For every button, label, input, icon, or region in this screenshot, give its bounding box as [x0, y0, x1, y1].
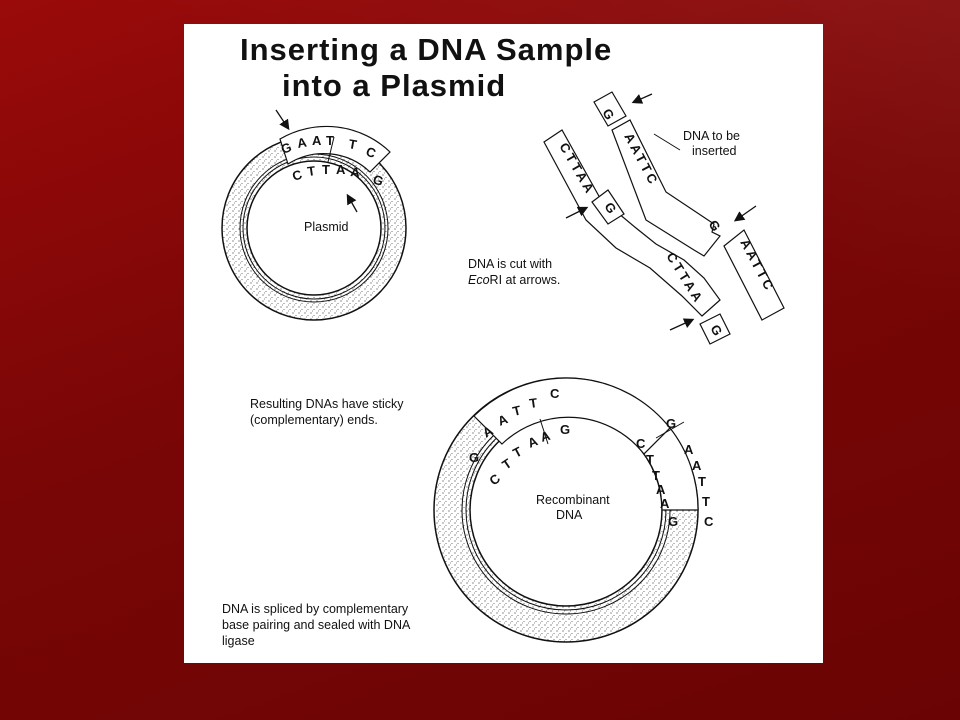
svg-text:T: T [322, 162, 330, 177]
recombinant-label-line-2: DNA [556, 508, 583, 522]
splice-note-line-1: DNA is spliced by complementary [222, 602, 409, 616]
svg-text:T: T [306, 163, 316, 179]
svg-text:G: G [469, 450, 479, 465]
svg-text:A: A [656, 482, 666, 497]
svg-text:C: C [704, 514, 714, 529]
svg-text:A: A [296, 134, 308, 151]
cut-arrow-icon [275, 109, 290, 131]
svg-text:G: G [560, 422, 570, 437]
svg-text:T: T [652, 468, 660, 483]
cut-note-line-2: EcoRI at arrows. [468, 273, 560, 287]
plasmid-label: Plasmid [304, 220, 349, 234]
svg-text:C: C [636, 436, 646, 451]
dna-plasmid-diagram: Inserting a DNA Sample into a Plasmid G … [221, 32, 785, 648]
svg-text:A: A [350, 164, 362, 180]
svg-text:T: T [698, 474, 706, 489]
splice-note-line-2: base pairing and sealed with DNA [222, 618, 411, 632]
cut-arrow-icon [631, 93, 653, 104]
diagram-title-line-1: Inserting a DNA Sample [240, 32, 612, 67]
svg-text:T: T [326, 133, 334, 148]
splice-note-line-3: ligase [222, 634, 255, 648]
svg-text:A: A [692, 458, 702, 473]
recombinant-label-line-1: Recombinant [536, 493, 610, 507]
svg-text:T: T [702, 494, 710, 509]
cut-arrow-icon [346, 193, 358, 213]
svg-text:T: T [511, 402, 522, 418]
svg-text:G: G [279, 139, 294, 157]
recombinant-inner-right-bases: C T T A A G [636, 436, 678, 529]
dna-insert-strands [543, 91, 785, 345]
cut-arrow-icon [565, 206, 589, 219]
svg-text:A: A [660, 496, 670, 511]
slide-canvas: Inserting a DNA Sample into a Plasmid G … [184, 24, 823, 663]
sticky-ends-note-line-2: (complementary) ends. [250, 413, 378, 427]
recombinant-outer-right-bases: G A A T T C [666, 416, 714, 529]
svg-text:G: G [668, 514, 678, 529]
cut-note-line-1: DNA is cut with [468, 257, 552, 271]
svg-text:A: A [312, 133, 322, 148]
dna-insert-label-line-2: inserted [692, 144, 737, 158]
svg-text:A: A [684, 442, 694, 457]
svg-text:G: G [666, 416, 676, 431]
diagram-title-line-2: into a Plasmid [282, 68, 506, 103]
plasmid-outer-bases: G A A T T C [279, 133, 379, 161]
dna-insert-label-line-1: DNA to be [683, 129, 740, 143]
cut-arrow-icon [733, 205, 757, 222]
svg-text:G: G [371, 172, 385, 189]
svg-text:T: T [528, 395, 538, 411]
sticky-ends-note-line-1: Resulting DNAs have sticky [250, 397, 404, 411]
recombinant-circle [433, 377, 699, 643]
insert-label-leader [653, 133, 681, 151]
svg-text:T: T [347, 136, 357, 152]
svg-text:C: C [550, 386, 560, 401]
svg-text:A: A [336, 162, 346, 177]
cut-arrow-icon [669, 318, 695, 331]
plasmid-circle [221, 125, 407, 321]
svg-text:T: T [646, 452, 654, 467]
